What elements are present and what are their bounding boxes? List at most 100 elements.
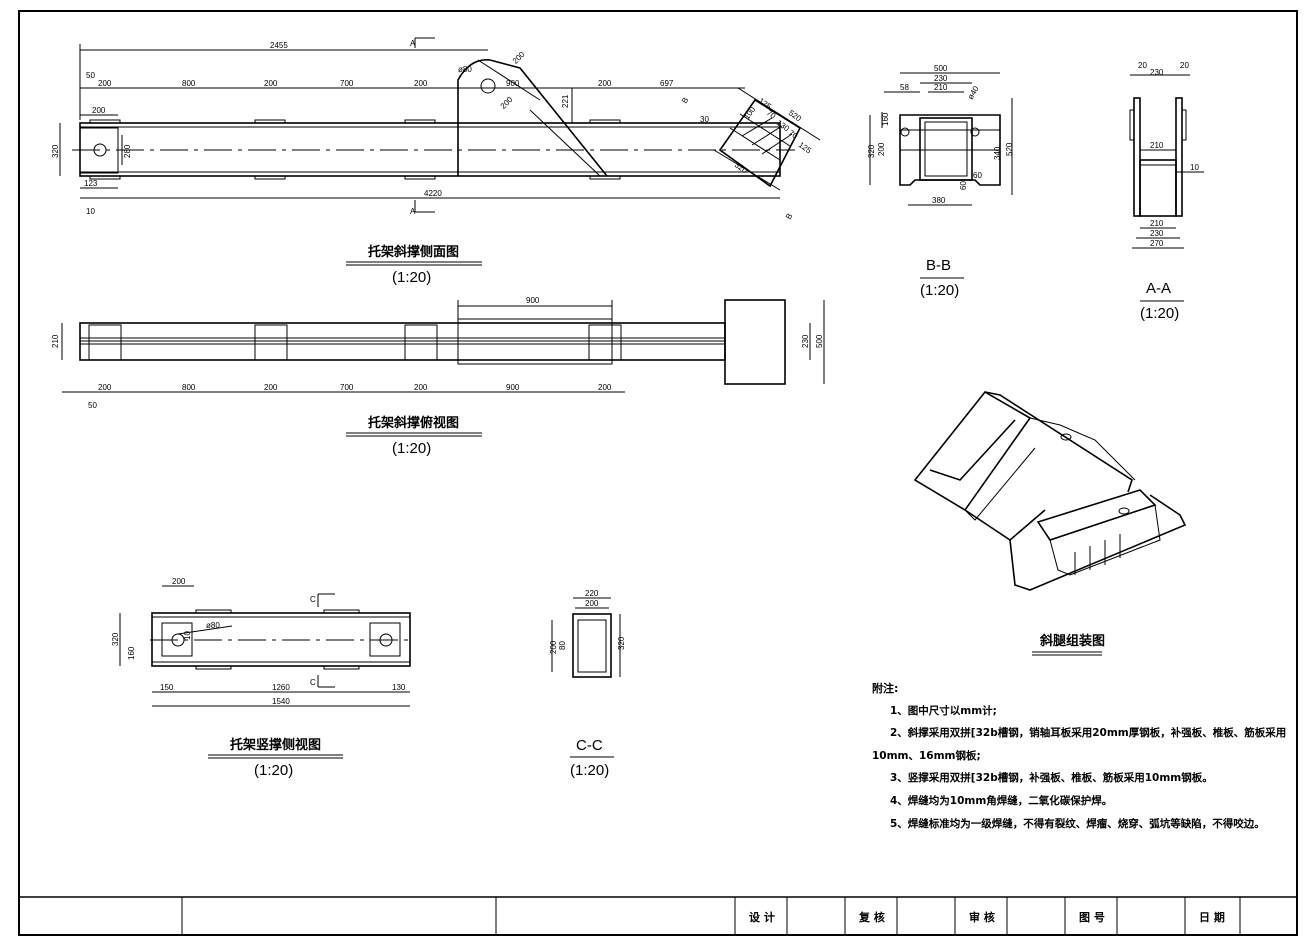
dim-700: 700 bbox=[340, 79, 354, 88]
sheet-border bbox=[18, 10, 1298, 936]
dim-123: 123 bbox=[84, 179, 98, 188]
dim-900: 900 bbox=[506, 79, 520, 88]
dim-200-ear2: 200 bbox=[499, 95, 515, 111]
section-cc: 220 200 200 80 320 C-C (1:20) bbox=[549, 589, 626, 779]
dim-200: 200 bbox=[877, 142, 886, 156]
note-1: 1、图中尺寸以mm计; bbox=[890, 704, 997, 717]
dim-220: 220 bbox=[585, 589, 599, 598]
dim-100: 100 bbox=[742, 105, 757, 122]
dim-230: 230 bbox=[1150, 68, 1164, 77]
ear-plate bbox=[457, 59, 608, 177]
note-4: 4、焊缝均为10mm角焊缝，二氧化碳保护焊。 bbox=[890, 794, 1112, 807]
dim-210: 210 bbox=[934, 83, 948, 92]
dim-50: 50 bbox=[88, 401, 97, 410]
dim-230b: 230 bbox=[1150, 229, 1164, 238]
dim-200h: 200 bbox=[549, 640, 558, 654]
dim-160: 160 bbox=[881, 112, 890, 126]
dim-221: 221 bbox=[561, 94, 570, 108]
side-view-scale: (1:20) bbox=[392, 269, 431, 286]
dim-500: 500 bbox=[815, 334, 824, 348]
dim-320-skew: 320 bbox=[733, 160, 750, 175]
dim-270: 270 bbox=[1150, 239, 1164, 248]
dim-125b: 125 bbox=[797, 140, 814, 155]
dim-10: 10 bbox=[1190, 163, 1199, 172]
dim-2455: 2455 bbox=[270, 41, 288, 50]
vertical-view-title: 托架竖撑侧视图 bbox=[230, 737, 321, 753]
note-3: 3、竖撑采用双拼[32b槽钢，补强板、椎板、筋板采用10mm钢板。 bbox=[890, 771, 1213, 784]
plan-stiffeners bbox=[88, 324, 622, 361]
dim-500: 500 bbox=[934, 64, 948, 73]
dim-150: 150 bbox=[160, 683, 174, 692]
side-end-plate bbox=[79, 127, 119, 174]
dim-697: 697 bbox=[660, 79, 674, 88]
notes-heading: 附注: bbox=[872, 681, 898, 695]
dim-70b: 70 bbox=[787, 128, 800, 141]
dim-50: 50 bbox=[86, 71, 95, 80]
dim-200-plate: 200 bbox=[92, 106, 106, 115]
side-stiffeners bbox=[89, 119, 621, 180]
section-aa-scale: (1:20) bbox=[1140, 305, 1179, 322]
dim-60b: 60 bbox=[973, 171, 982, 180]
note-2-cont: 10mm、16mm钢板; bbox=[872, 749, 981, 762]
dim-340: 340 bbox=[993, 146, 1002, 160]
dim-phi80: ø80 bbox=[458, 65, 472, 74]
dim-10: 10 bbox=[183, 631, 192, 640]
section-mark-c: C bbox=[310, 595, 316, 604]
dim-320: 320 bbox=[617, 636, 626, 650]
plan-end-plate bbox=[724, 299, 786, 385]
side-skew-end bbox=[713, 87, 821, 191]
dim-200: 200 bbox=[414, 79, 428, 88]
title-block: 设 计 复 核 审 核 图 号 日 期 bbox=[18, 896, 1298, 936]
dim-200-ear: 200 bbox=[511, 49, 527, 65]
dim-58: 58 bbox=[900, 83, 909, 92]
dim-800: 800 bbox=[182, 79, 196, 88]
dim-200: 200 bbox=[98, 383, 112, 392]
section-aa: 20 230 20 210 10 210 230 270 A-A (1:20) bbox=[1129, 61, 1204, 322]
dim-210: 210 bbox=[51, 334, 60, 348]
plan-view-scale: (1:20) bbox=[392, 440, 431, 457]
dim-200: 200 bbox=[264, 383, 278, 392]
dim-130: 130 bbox=[392, 683, 406, 692]
pin-hole bbox=[93, 143, 107, 157]
section-aa-title: A-A bbox=[1146, 280, 1171, 297]
section-mark-a-top: A bbox=[410, 39, 416, 48]
dim-320: 320 bbox=[867, 144, 876, 158]
tb-drawing-no: 图 号 bbox=[1079, 911, 1105, 924]
dim-200: 200 bbox=[598, 383, 612, 392]
section-mark-b2: B bbox=[784, 212, 794, 221]
ear-pin-hole bbox=[480, 78, 496, 94]
dim-320: 320 bbox=[111, 632, 120, 646]
dim-80: 80 bbox=[558, 641, 567, 650]
dim-210b: 210 bbox=[1150, 219, 1164, 228]
dim-700: 700 bbox=[340, 383, 354, 392]
dim-210: 210 bbox=[1150, 141, 1164, 150]
section-mark-c2: C bbox=[310, 678, 316, 687]
section-cc-title: C-C bbox=[576, 737, 603, 754]
section-bb: 500 230 58 210 ø40 160 320 200 340 520 6… bbox=[867, 64, 1014, 299]
section-bb-title: B-B bbox=[926, 257, 951, 274]
dim-280: 280 bbox=[123, 144, 132, 158]
vertical-view-scale: (1:20) bbox=[254, 762, 293, 779]
side-view: A A 2455 50 200 800 200 700 200 900 200 … bbox=[51, 37, 821, 286]
section-bb-scale: (1:20) bbox=[920, 282, 959, 299]
notes: 附注: 1、图中尺寸以mm计; 2、斜撑采用双拼[32b槽钢，销轴耳板采用20m… bbox=[872, 681, 1286, 830]
dim-230: 230 bbox=[801, 334, 810, 348]
tb-review: 审 核 bbox=[969, 910, 995, 924]
dim-520: 520 bbox=[1005, 142, 1014, 156]
dim-phi80: ø80 bbox=[206, 621, 220, 630]
dim-60: 60 bbox=[959, 181, 968, 190]
dim-200w: 200 bbox=[585, 599, 599, 608]
assembly-3d: 斜腿组装图 bbox=[913, 390, 1187, 656]
dim-1540: 1540 bbox=[272, 697, 290, 706]
note-2: 2、斜撑采用双拼[32b槽钢，销轴耳板采用20mm厚钢板，补强板、椎板、筋板采用 bbox=[890, 726, 1286, 739]
section-cc-scale: (1:20) bbox=[570, 762, 609, 779]
dim-200: 200 bbox=[598, 79, 612, 88]
plan-view-title: 托架斜撑俯视图 bbox=[368, 415, 459, 431]
dim-20b: 20 bbox=[1180, 61, 1189, 70]
tb-design: 设 计 bbox=[749, 910, 775, 924]
section-mark-b: B bbox=[680, 96, 690, 105]
dim-380: 380 bbox=[932, 196, 946, 205]
dim-900-top: 900 bbox=[526, 296, 540, 305]
dim-20: 20 bbox=[1138, 61, 1147, 70]
